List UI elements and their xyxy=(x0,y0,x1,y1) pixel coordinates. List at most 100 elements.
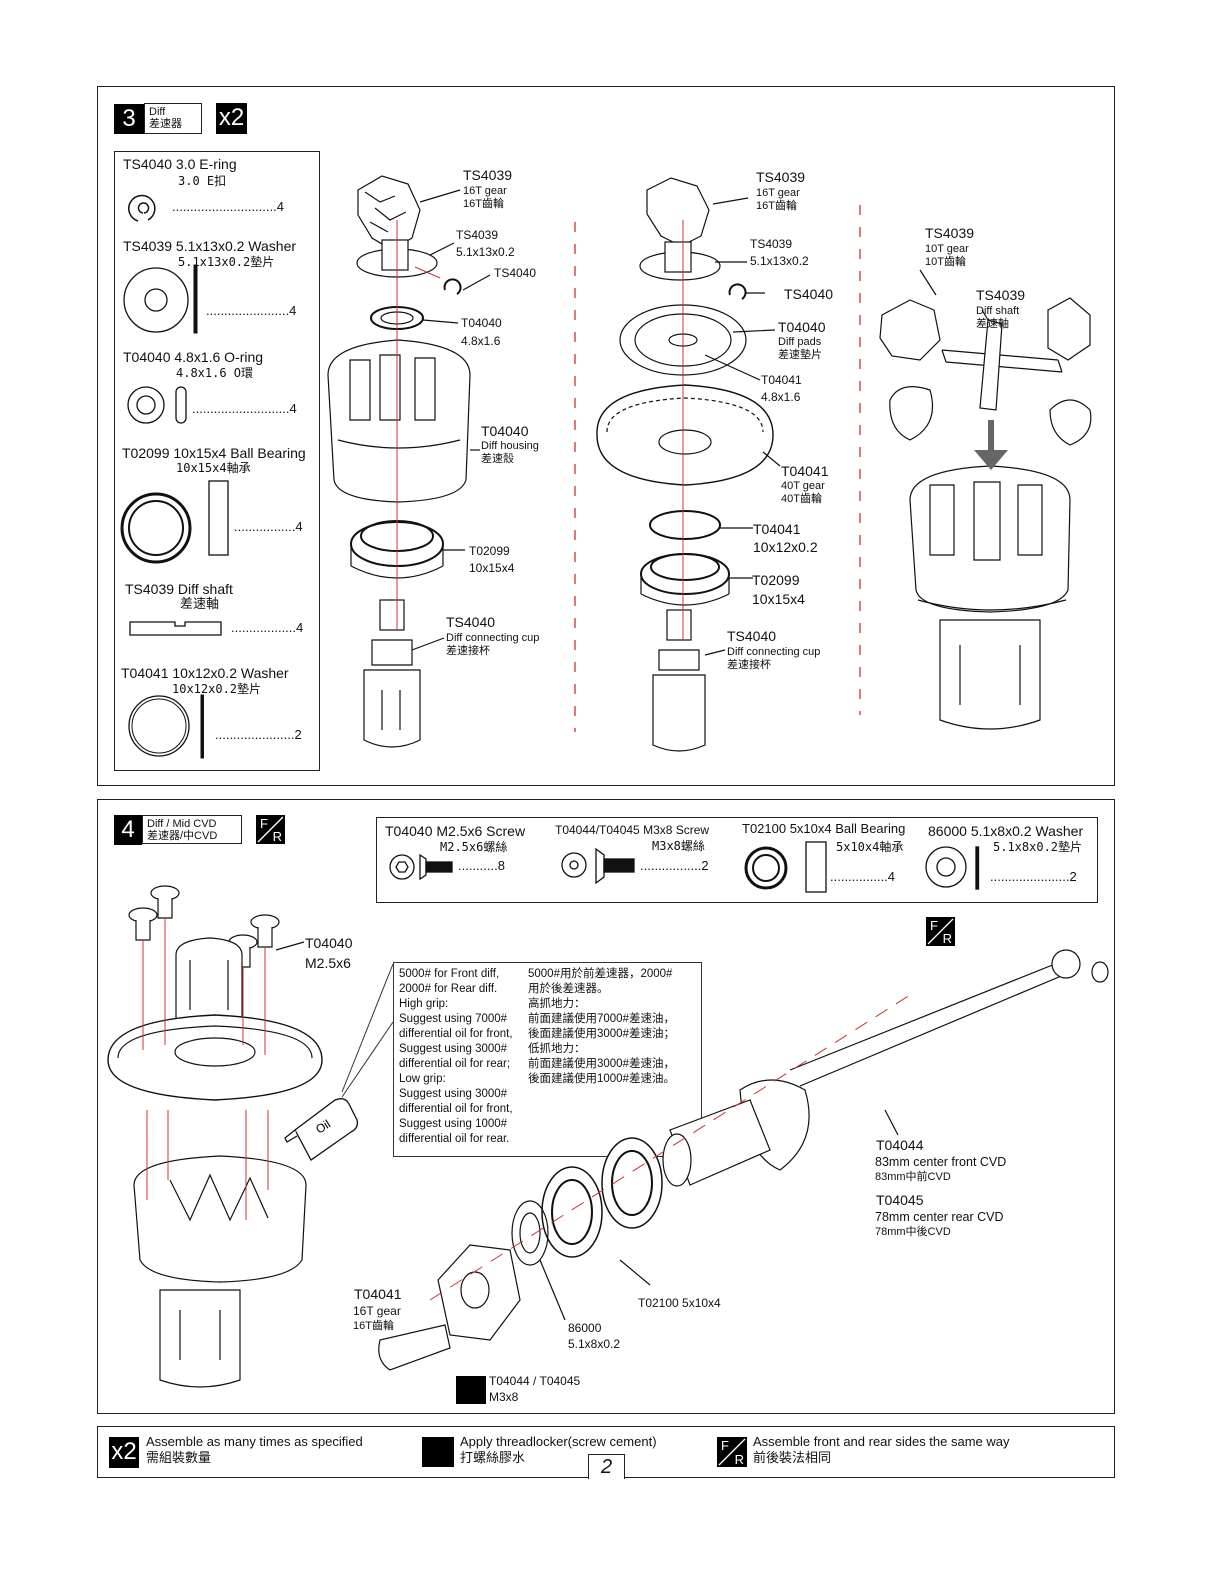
left-cup-code: TS4040 xyxy=(446,614,496,630)
step4-washer-size: 5.1x8x0.2 xyxy=(568,1337,621,1351)
step4-screw-code-label: T04044 / T04045 xyxy=(489,1374,581,1388)
mid-ering-code: TS4040 xyxy=(784,286,834,302)
part-oring-cn: 4.8x1.6 O環 xyxy=(176,366,254,380)
part-washer2-dots: ......................2 xyxy=(215,727,302,742)
part-washer-dots: .......................4 xyxy=(206,303,297,318)
part-bearing-cn: 10x15x4軸承 xyxy=(176,461,251,475)
legend-cement-cn: 打螺絲膠水 xyxy=(460,1450,526,1465)
right-shaft-en: Diff shaft xyxy=(976,305,1020,317)
step3-dividers-2 xyxy=(859,205,861,715)
cvd-front-cn: 83mm中前CVD xyxy=(875,1171,951,1183)
hw-screw-m3-dots: .................2 xyxy=(640,858,709,873)
mid-washer-size: 5.1x13x0.2 xyxy=(750,254,809,268)
oil-info-box: 5000# for Front diff,2000# for Rear diff… xyxy=(393,962,702,1157)
gear-16t-left xyxy=(357,175,421,251)
mid-ring-code: T04041 xyxy=(781,463,829,479)
mid-washer2-code: T04041 xyxy=(753,521,801,537)
mid-washer-code: TS4039 xyxy=(750,237,793,251)
part-shaft-dots: ..................4 xyxy=(231,620,304,635)
part-washer-cn: 5.1x13x0.2墊片 xyxy=(178,255,275,269)
hw-washer-name: 86000 5.1x8x0.2 Washer xyxy=(928,823,1084,839)
left-bearing-code: T02099 xyxy=(469,544,510,558)
hw-screw-m25-cn: M2.5x6螺絲 xyxy=(440,840,508,854)
legend-x2-cn: 需組裝數量 xyxy=(146,1450,212,1465)
part-washer-name: TS4039 5.1x13x0.2 Washer xyxy=(123,238,297,254)
mid-ring-cn: 40T齒輪 xyxy=(781,493,822,505)
oil-bottle-label: Oil xyxy=(313,1117,333,1137)
step4-gear-en: 16T gear xyxy=(353,1304,401,1318)
washer2-icon xyxy=(128,694,204,759)
left-bearing-size: 10x15x4 xyxy=(469,561,515,575)
step4-title-cn: 差速器/中CVD xyxy=(147,830,218,842)
legend-x2-en: Assemble as many times as specified xyxy=(146,1434,363,1449)
step3-middle-exploded-view xyxy=(596,177,781,752)
mid-cup-code: TS4040 xyxy=(727,628,777,644)
left-housing-code: T04040 xyxy=(481,423,529,439)
washer-icon xyxy=(123,264,198,334)
mid-cup-en: Diff connecting cup xyxy=(727,646,821,658)
mid-gear-code: TS4039 xyxy=(756,169,806,185)
step3-number: 3 xyxy=(114,104,144,134)
step3-left-exploded-view xyxy=(327,175,491,748)
step4-diff-exploded-view xyxy=(107,885,323,1388)
right-shaft-cn: 差速軸 xyxy=(976,318,1009,330)
page-number: 2 xyxy=(588,1454,625,1479)
mid-gear-cn: 16T齒輪 xyxy=(756,200,797,212)
mid-ring-en: 40T gear xyxy=(781,480,825,492)
step4-number: 4 xyxy=(114,815,142,845)
legend-cement-en: Apply threadlocker(screw cement) xyxy=(460,1434,657,1449)
oil-bottle-icon: Oil xyxy=(284,1098,359,1161)
mid-bearing-size: 10x15x4 xyxy=(752,591,805,607)
step4-hardware-box xyxy=(376,817,1098,903)
left-washer-code: TS4039 xyxy=(456,228,499,242)
part-ering-dots: .............................4 xyxy=(172,199,284,214)
step4-bearing-label: T02100 5x10x4 xyxy=(638,1296,721,1310)
step4-screw-size: M2.5x6 xyxy=(305,955,351,971)
legend-fr-cn: 前後裝法相同 xyxy=(753,1450,832,1465)
hw-screw-m3-cn: M3x8螺絲 xyxy=(652,839,705,853)
left-housing-cn: 差速殼 xyxy=(481,453,514,465)
part-bearing-dots: .................4 xyxy=(234,519,303,534)
mid-pads-code: T04040 xyxy=(778,319,826,335)
mid-oring-code: T04041 xyxy=(761,373,802,387)
part-ering-cn: 3.0 E扣 xyxy=(178,174,227,188)
bearing-5x10x4-icon xyxy=(744,841,827,893)
hw-screw-m3-name: T04044/T04045 M3x8 Screw xyxy=(555,823,710,837)
cvd-front-code: T04044 xyxy=(876,1137,924,1153)
step3-right-assembly-view xyxy=(879,269,1092,730)
legend-cement-icon xyxy=(422,1437,454,1467)
left-gear-cn: 16T齒輪 xyxy=(463,198,504,210)
left-gear-en: 16T gear xyxy=(463,185,507,197)
part-ering-name: TS4040 3.0 E-ring xyxy=(123,156,237,172)
mid-oring-size: 4.8x1.6 xyxy=(761,390,801,404)
step4-gear-code: T04041 xyxy=(354,1286,402,1302)
legend-fr-en: Assemble front and rear sides the same w… xyxy=(753,1434,1010,1449)
step4-washer-code: 86000 xyxy=(568,1321,602,1335)
hw-bearing-dots: ................4 xyxy=(830,869,896,884)
right-gear-en: 10T gear xyxy=(925,243,969,255)
hw-screw-m25-dots: ...........8 xyxy=(458,858,505,873)
oil-info-en: 5000# for Front diff,2000# for Rear diff… xyxy=(399,968,513,1145)
hw-bearing-name: T02100 5x10x4 Ball Bearing xyxy=(742,821,906,836)
part-shaft-cn: 差速軸 xyxy=(180,597,220,612)
ball-bearing-icon xyxy=(120,480,229,564)
cvd-rear-en: 78mm center rear CVD xyxy=(875,1210,1004,1224)
step3-title-en: Diff xyxy=(149,106,166,118)
left-cup-en: Diff connecting cup xyxy=(446,632,540,644)
diff-shaft-icon xyxy=(129,621,222,636)
step4-screw-code: T04040 xyxy=(305,935,353,951)
part-washer2-cn: 10x12x0.2墊片 xyxy=(172,682,262,696)
part-bearing-name: T02099 10x15x4 Ball Bearing xyxy=(122,445,306,461)
oil-callout-lines xyxy=(341,963,394,1098)
left-gear-code: TS4039 xyxy=(463,167,513,183)
cvd-shaft-view xyxy=(378,949,1109,1371)
e-ring-icon xyxy=(128,194,156,222)
step4-title: Diff / Mid CVD 差速器/中CVD xyxy=(142,815,242,844)
step3-title-cn: 差速器 xyxy=(149,118,182,130)
step3-dividers xyxy=(574,222,576,732)
left-oring-size: 4.8x1.6 xyxy=(461,334,501,348)
screw-cement-icon xyxy=(456,1376,486,1404)
